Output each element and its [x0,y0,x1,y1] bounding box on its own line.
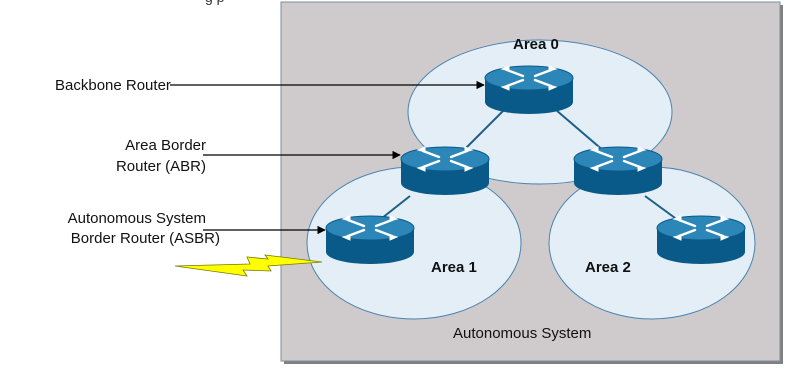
abr-label-line1: Area Border [125,137,206,154]
asbr-label-line1: Autonomous System [67,210,206,227]
area-0-label: Area 0 [513,36,559,53]
lightning-icon [174,254,323,277]
abr-label-line2: Router (ABR) [115,158,206,175]
abr-router-icon [399,145,491,197]
asbr-label-line2: Border Router (ASBR) [70,230,220,247]
asbr-label: Autonomous System Border Router (ASBR) [0,210,220,248]
abr-label: Area Border Router (ABR) [40,137,206,176]
backbone-router-label: Backbone Router [55,77,171,94]
header-fragment: g p [205,0,224,5]
asbr-router-icon [324,214,416,266]
area2-abr-router-icon [572,145,664,197]
area-2-label: Area 2 [585,259,631,276]
autonomous-system-label: Autonomous System [453,325,592,342]
area-1-label: Area 1 [431,259,477,276]
backbone-router-icon [483,64,575,116]
area2-internal-router-icon [655,214,747,266]
